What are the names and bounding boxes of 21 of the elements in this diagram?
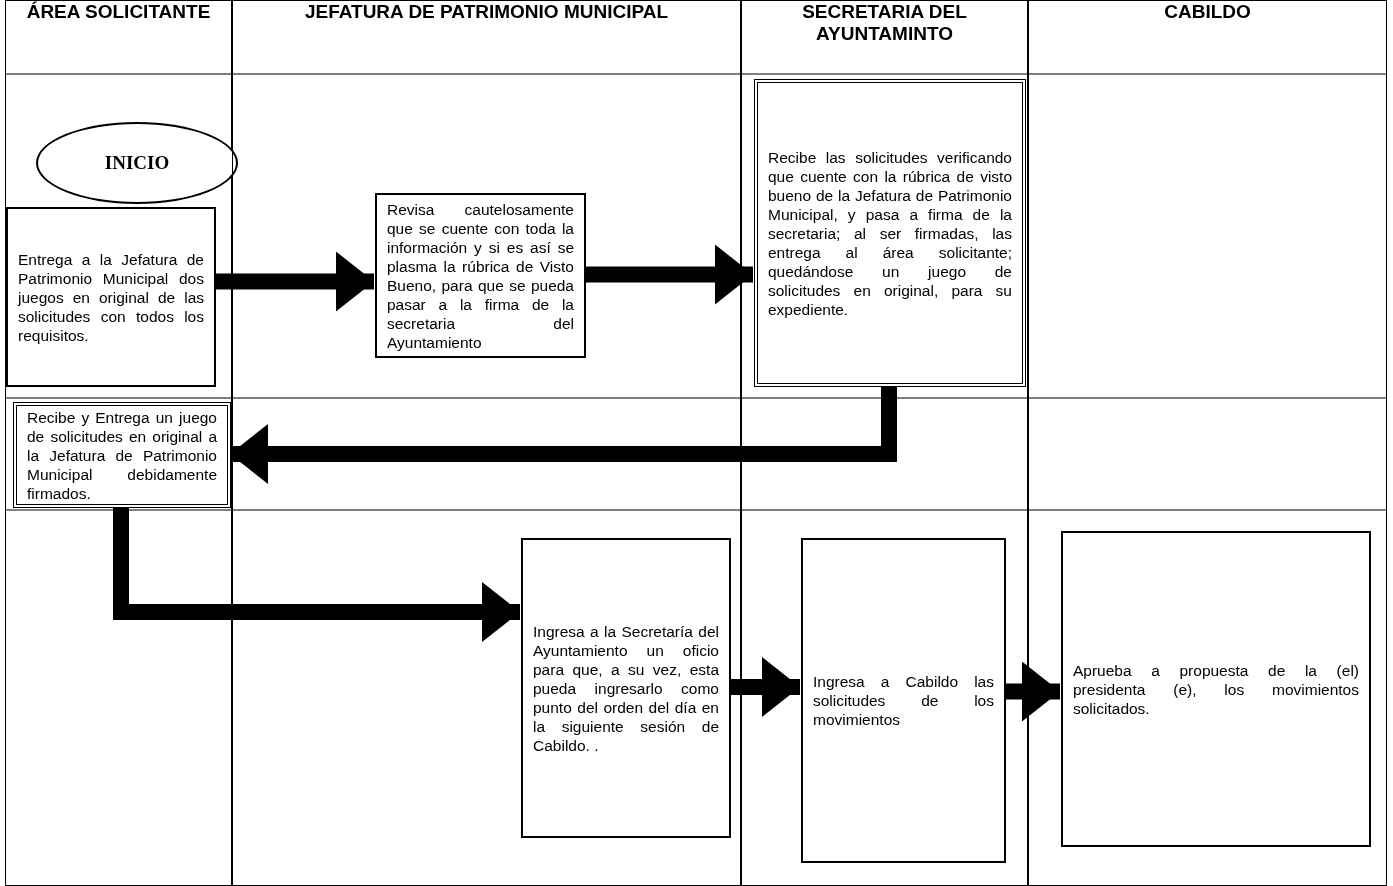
lane-heading: CABILDO (1163, 1, 1252, 23)
swimlane-column (232, 0, 741, 886)
lane-heading: SECRETARIA DEL AYUNTAMINTO (801, 1, 968, 45)
block-arrow (1005, 661, 1060, 722)
process-box: Recibe y Entrega un juego de solicitudes en original a la Jefatura de Patrimonio Municipal debidamente firmados. (13, 402, 231, 508)
swimlane-column (741, 0, 1028, 886)
lane-heading: ÁREA SOLICITANTE (25, 1, 212, 23)
block-arrow (585, 244, 753, 305)
process-box: Ingresa a Cabildo las solicitudes de los movimientos (801, 538, 1006, 863)
process-box: Revisa cautelosamente que se cuente con toda la información y si es así se plasma la rúbrica de Visto Bueno, para que se pueda pasar a la firma de la secretaria del Ayuntamiento (375, 193, 586, 358)
lane-heading: JEFATURA DE PATRIMONIO MUNICIPAL (303, 1, 670, 23)
start-ellipse: INICIO (36, 122, 238, 204)
block-arrow (113, 507, 520, 642)
block-arrow (730, 657, 800, 717)
process-box: Recibe las solicitudes verificando que cuente con la rúbrica de visto bueno de la Jefatura de Patrimonio Municipal, y pasa a firma de la secretaria; al ser firmadas, las entrega al área solicitante; quedándose un juego de solicitudes en original, para su expediente. (754, 79, 1026, 387)
process-box: Entrega a la Jefatura de Patrimonio Municipal dos juegos en original de las solicitudes con todos los requisitos. (6, 207, 216, 387)
process-box: Ingresa a la Secretaría del Ayuntamiento un oficio para que, a su vez, esta pueda ingresarlo como punto del orden del día en la siguiente sesión de Cabildo. . (521, 538, 731, 838)
swimlane-column (1028, 0, 1387, 886)
block-arrow (215, 251, 374, 312)
block-arrow (230, 386, 897, 484)
process-box: Aprueba a propuesta de la (el) presidenta (e), los movimientos solicitados. (1061, 531, 1371, 847)
